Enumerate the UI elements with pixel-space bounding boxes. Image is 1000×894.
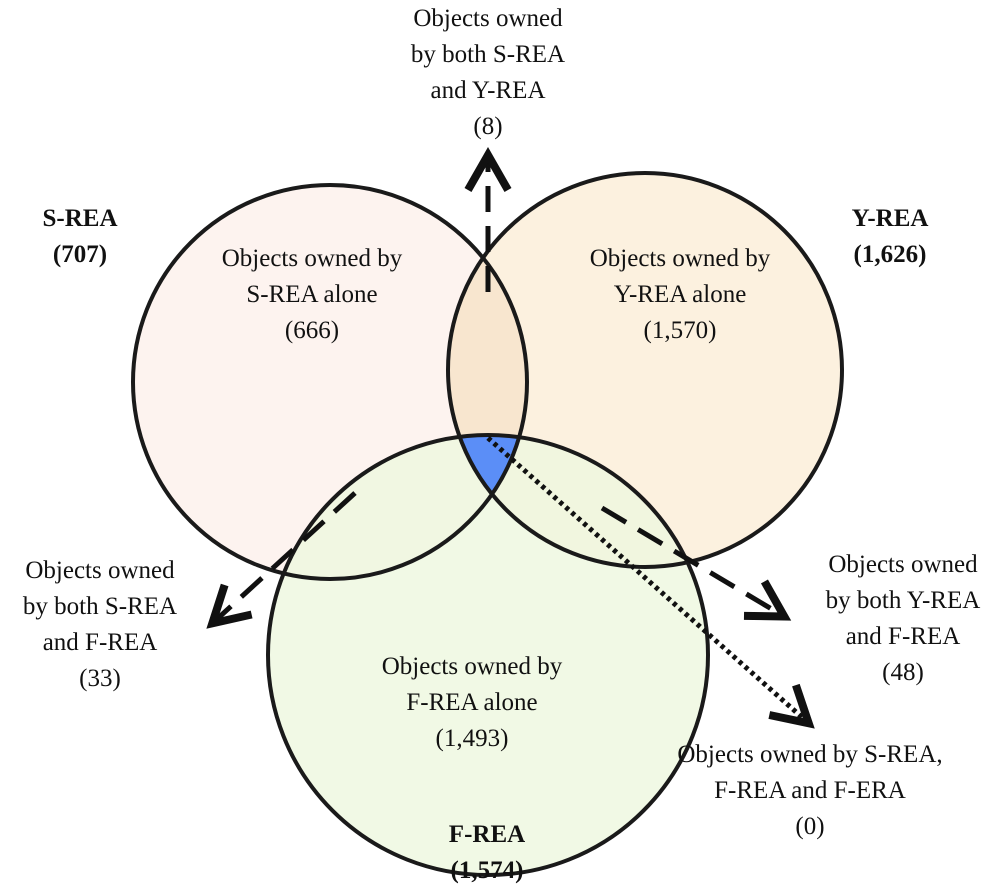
s-y-label-line2: by both S-REA: [411, 41, 565, 68]
s-rea-alone-count: (666): [285, 317, 339, 344]
triple-label-line1: Objects owned by S-REA,: [677, 741, 942, 768]
s-f-label-line1: Objects owned: [25, 557, 175, 584]
y-rea-alone-count: (1,570): [644, 317, 717, 344]
s-rea-alone-line1: Objects owned by: [222, 245, 403, 272]
arrow-s-f: [206, 491, 357, 629]
s-f-label-line2: by both S-REA: [23, 593, 177, 620]
s-y-count: (8): [473, 113, 502, 140]
y-rea-total: (1,626): [854, 241, 927, 268]
f-rea-total: (1,574): [451, 857, 524, 884]
arrow-triple: [486, 436, 815, 729]
s-rea-alone-line2: S-REA alone: [246, 281, 377, 308]
s-rea-circle: [131, 183, 529, 581]
f-rea-alone-count: (1,493): [436, 725, 509, 752]
y-f-label-line1: Objects owned: [828, 551, 978, 578]
f-rea-circle-fill: [268, 435, 708, 875]
y-f-label-line3: and F-REA: [846, 623, 961, 650]
f-rea-alone-line2: F-REA alone: [406, 689, 537, 716]
s-rea-label: S-REA: [42, 205, 117, 232]
s-rea-total: (707): [53, 241, 107, 268]
triple-count: (0): [795, 813, 824, 840]
f-rea-circle: [266, 433, 710, 877]
s-y-label-line3: and Y-REA: [430, 77, 545, 104]
y-rea-circle: [446, 171, 844, 569]
f-rea-label: F-REA: [449, 821, 525, 848]
arrow-y-f: [600, 505, 792, 621]
s-y-label-line1: Objects owned: [413, 5, 563, 32]
y-rea-alone-line1: Objects owned by: [590, 245, 771, 272]
s-f-label-line3: and F-REA: [43, 629, 158, 656]
y-f-label-line2: by both Y-REA: [826, 587, 981, 614]
y-rea-alone-line2: Y-REA alone: [614, 281, 747, 308]
s-f-count: (33): [79, 665, 121, 692]
y-rea-label: Y-REA: [852, 205, 929, 232]
y-f-count: (48): [882, 659, 924, 686]
f-rea-alone-line1: Objects owned by: [382, 653, 563, 680]
triple-label-line2: F-REA and F-ERA: [714, 777, 906, 804]
